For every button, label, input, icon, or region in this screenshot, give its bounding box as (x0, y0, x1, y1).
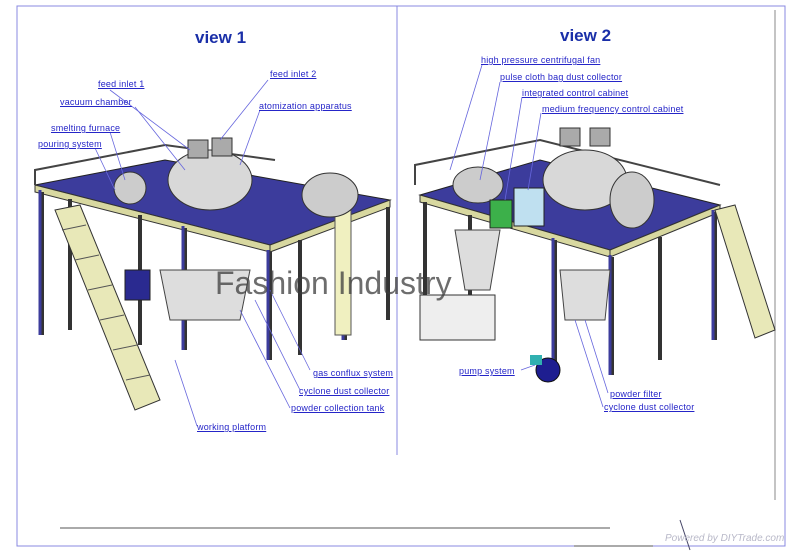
label-integrated-control-cabinet: integrated control cabinet (522, 88, 629, 98)
view1-vacuum-chamber (167, 149, 253, 211)
label-working-platform: working platform (197, 422, 267, 432)
watermark: Fashion Industry (215, 265, 452, 301)
label-pouring-system: pouring system (38, 139, 102, 149)
view2-title: view 2 (560, 26, 612, 45)
label-gas-conflux-system: gas conflux system (313, 368, 394, 378)
label-high-pressure-centrifugal-fan: high pressure centrifugal fan (481, 55, 601, 65)
view2-leader-lines (449, 64, 609, 408)
label-smelting-furnace: smelting furnace (51, 123, 121, 133)
view1-title: view 1 (195, 28, 247, 47)
credit-text: Powered by DIYTrade.com (665, 533, 785, 544)
label-powder-filter: powder filter (610, 389, 662, 399)
view2-stairs (714, 204, 776, 339)
label-feed-inlet-2: feed inlet 2 (270, 69, 317, 79)
view1-machine (34, 137, 392, 411)
drawing-frame (16, 5, 786, 547)
label-cyclone-dust-collector-2: cyclone dust collector (604, 402, 695, 412)
label-atomization-apparatus: atomization apparatus (259, 101, 352, 111)
label-vacuum-chamber: vacuum chamber (60, 97, 132, 107)
label-cyclone-dust-collector-1: cyclone dust collector (299, 386, 390, 396)
label-pulse-cloth-bag-dust-collector: pulse cloth bag dust collector (500, 72, 623, 82)
view2-machine (414, 127, 776, 383)
label-pump-system: pump system (459, 366, 515, 376)
view1-leader-lines (94, 79, 311, 427)
label-medium-frequency-control-cabinet: medium frequency control cabinet (542, 104, 684, 114)
label-powder-collection-tank: powder collection tank (291, 403, 385, 413)
view1-stairs (54, 204, 161, 411)
label-feed-inlet-1: feed inlet 1 (98, 79, 145, 89)
